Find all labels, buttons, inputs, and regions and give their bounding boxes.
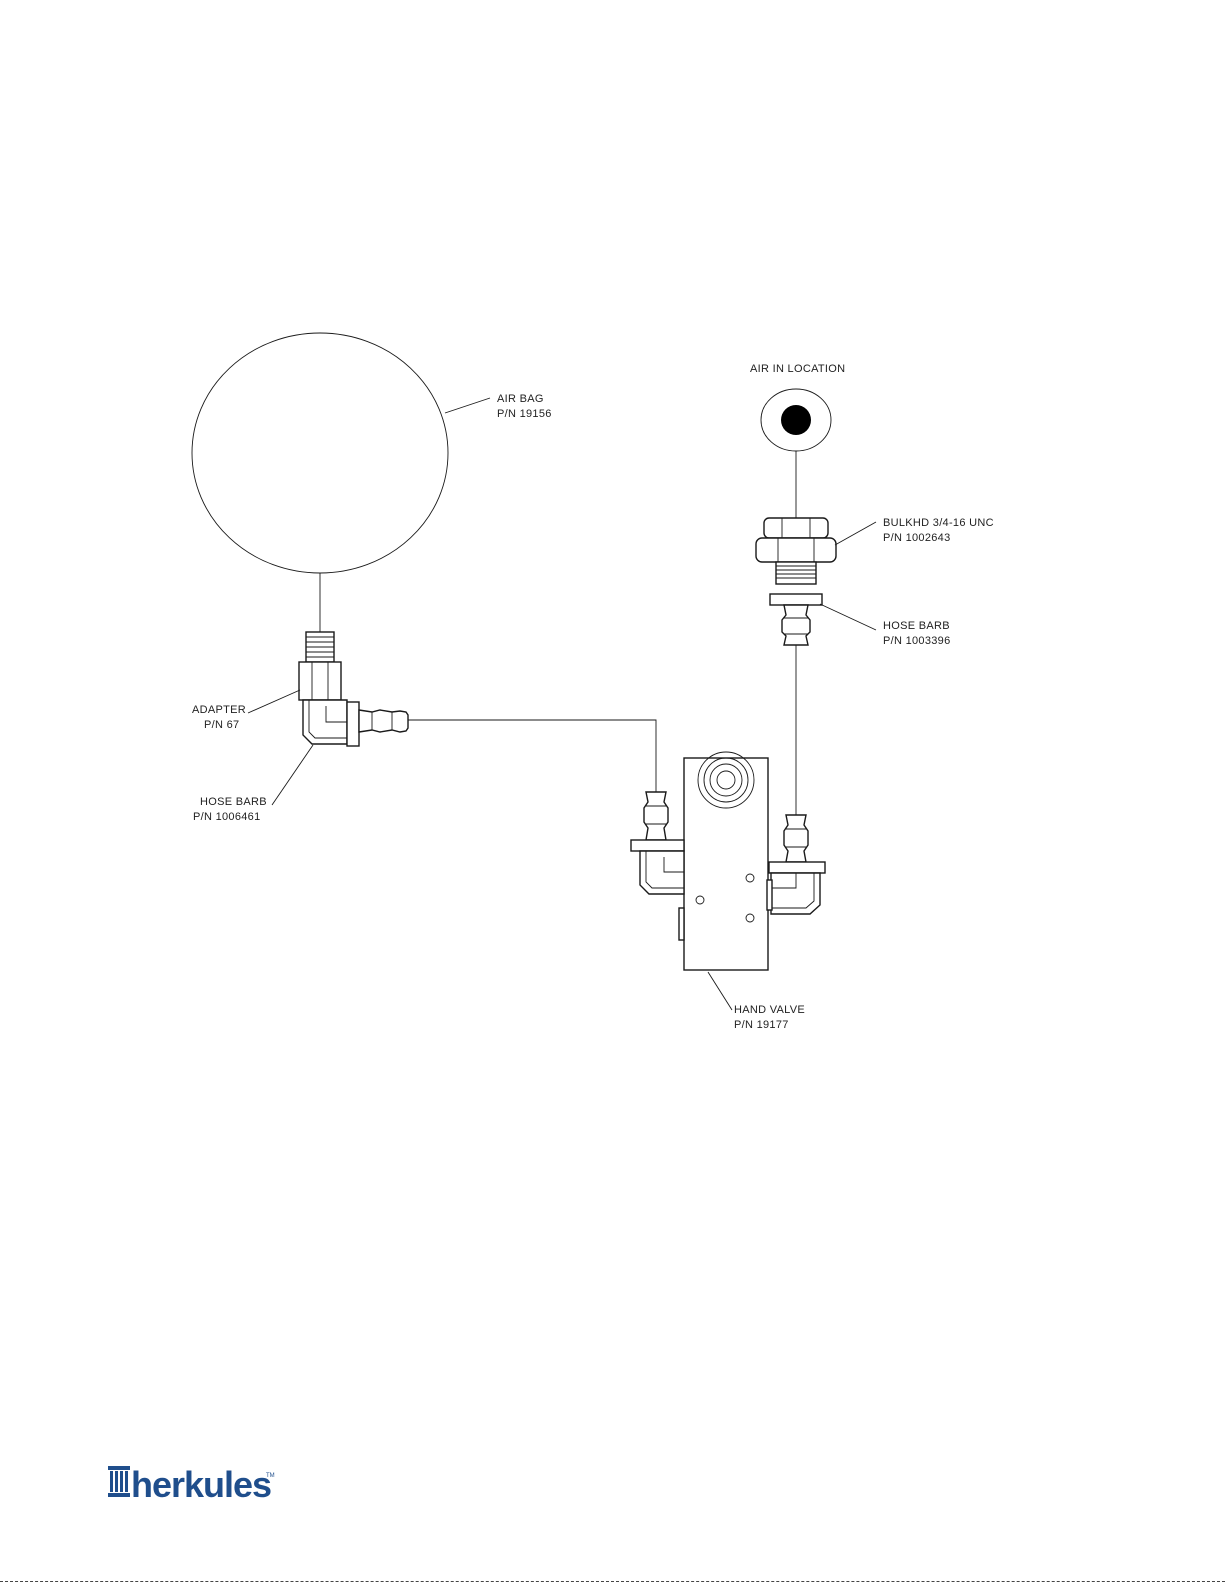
air-inlet-port [781, 405, 811, 435]
herkules-logo: herkules TM [108, 1464, 275, 1505]
left-hose-barb-part-number: P/N 1006461 [193, 811, 261, 823]
hand-valve-part-number: P/N 19177 [734, 1019, 789, 1031]
column-icon [108, 1466, 130, 1497]
right-hose-barb-part-number: P/N 1003396 [883, 635, 951, 647]
adapter-callout: ADAPTER P/N 67 [192, 690, 300, 731]
hand-valve-callout: HAND VALVE P/N 19177 [708, 972, 805, 1031]
air-bag-label: AIR BAG [497, 393, 544, 405]
left-hose-barb-callout: HOSE BARB P/N 1006461 [193, 745, 313, 823]
valve-right-hose-barb [767, 815, 825, 914]
air-bag-part-number: P/N 19156 [497, 408, 552, 420]
right-top-hose-barb [770, 594, 822, 815]
bulkhead-part-number: P/N 1002643 [883, 532, 951, 544]
left-hose-barb-label: HOSE BARB [200, 796, 267, 808]
adapter-part-number: P/N 67 [204, 719, 239, 731]
bulkhead-label: BULKHD 3/4-16 UNC [883, 517, 994, 529]
logo-trademark: TM [266, 1473, 275, 1479]
logo-wordmark: herkules [131, 1464, 271, 1505]
hand-valve [679, 752, 768, 970]
air-bag-callout: AIR BAG P/N 19156 [445, 393, 552, 420]
adapter-label: ADAPTER [192, 704, 246, 716]
air-in-location: AIR IN LOCATION [750, 363, 845, 518]
hand-valve-label: HAND VALVE [734, 1004, 805, 1016]
adapter [299, 632, 341, 700]
bulkhead-fitting [756, 518, 836, 584]
air-line-left [408, 720, 656, 792]
page-bottom-border [0, 1581, 1225, 1582]
left-elbow-hose-barb [303, 700, 408, 746]
valve-left-hose-barb [631, 792, 684, 894]
right-hose-barb-label: HOSE BARB [883, 620, 950, 632]
right-top-hose-barb-callout: HOSE BARB P/N 1003396 [820, 604, 951, 647]
air-bag [192, 333, 448, 632]
air-in-label: AIR IN LOCATION [750, 363, 845, 375]
bulkhead-callout: BULKHD 3/4-16 UNC P/N 1002643 [835, 517, 994, 545]
